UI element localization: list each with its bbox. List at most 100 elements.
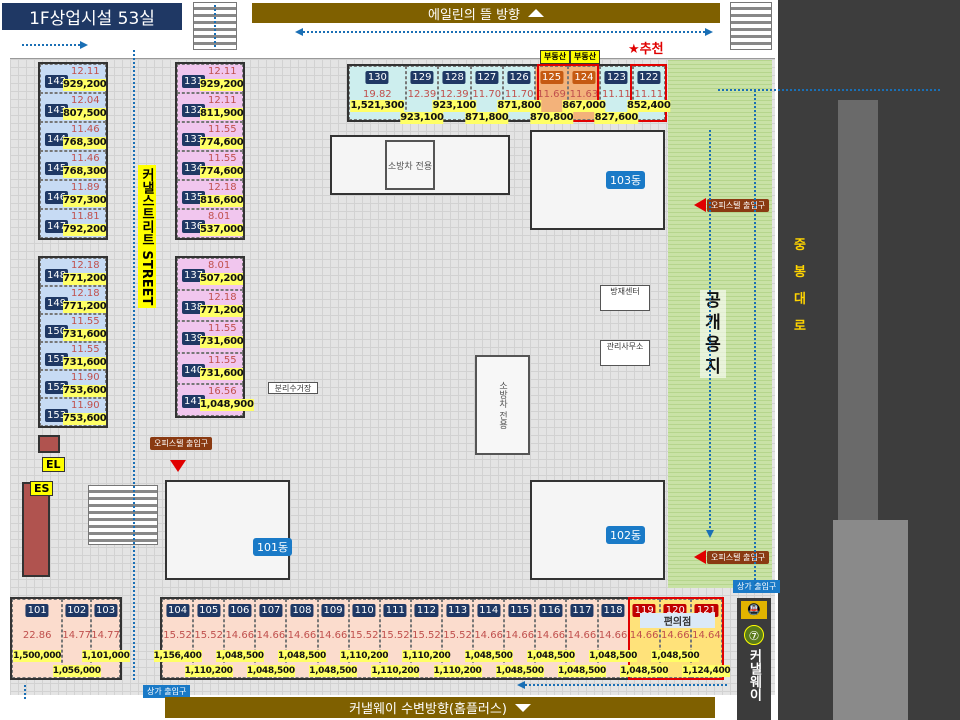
road-char: 로 bbox=[794, 319, 806, 334]
unit-price: 774,600 bbox=[200, 166, 244, 178]
unit-area: 15.52 bbox=[443, 630, 472, 641]
unit-price: 929,200 bbox=[63, 79, 107, 91]
subway-station-sign: 🚇 ⑦ 커낼웨이 bbox=[737, 598, 771, 720]
open-space-char: 개 bbox=[705, 313, 721, 333]
unit-area: 12.18 bbox=[71, 260, 100, 271]
unit-price: 1,048,500 bbox=[309, 665, 358, 677]
management-office: 관리사무소 bbox=[600, 340, 650, 366]
unit-area: 14.66 bbox=[256, 630, 286, 641]
crosswalk-icon bbox=[730, 2, 772, 50]
road-char: 대 bbox=[794, 292, 806, 307]
open-space-char: 공 bbox=[705, 291, 721, 311]
unit-area: 11.70 bbox=[504, 89, 534, 100]
unit-area: 11.90 bbox=[71, 372, 100, 383]
line-7-badge: ⑦ bbox=[744, 625, 764, 645]
unit-area: 14.64 bbox=[692, 630, 721, 641]
entrance-arrow-icon bbox=[694, 198, 706, 212]
unit-number: 141 bbox=[182, 395, 206, 409]
unit-price: 816,600 bbox=[200, 195, 244, 207]
unit-number: 148 bbox=[45, 269, 69, 282]
unit-price: 771,200 bbox=[63, 301, 107, 313]
unit-price: 753,600 bbox=[63, 385, 107, 397]
unit-area: 14.66 bbox=[225, 630, 255, 641]
fire-lane-top: 소방차 전용 bbox=[385, 140, 435, 190]
realtor-badge: 부동산 bbox=[570, 50, 601, 64]
unit-price: 929,200 bbox=[200, 79, 244, 91]
unit-area: 12.04 bbox=[71, 95, 100, 106]
unit-price: 1,110,200 bbox=[371, 665, 420, 677]
recycling-area: 분리수거장 bbox=[268, 382, 318, 394]
unit-number: 123 bbox=[604, 71, 628, 84]
unit-area: 11.55 bbox=[208, 354, 237, 366]
unit-price: 871,800 bbox=[465, 112, 509, 124]
unit-number: 101 bbox=[25, 604, 49, 617]
unit-number: 102 bbox=[65, 604, 89, 617]
unit-area: 14.66 bbox=[598, 630, 628, 641]
unit-price: 871,800 bbox=[497, 100, 541, 112]
unit-area: 14.66 bbox=[474, 630, 503, 641]
unit-area: 15.52 bbox=[412, 630, 441, 641]
subway-icon: 🚇 bbox=[741, 601, 767, 619]
unit-area: 11.55 bbox=[208, 153, 237, 164]
unit-area: 11.55 bbox=[208, 323, 237, 335]
unit-number: 142 bbox=[45, 75, 69, 88]
unit-price: 774,600 bbox=[200, 137, 244, 149]
elevator-label: EL bbox=[42, 457, 65, 472]
open-space-char: 용 bbox=[705, 335, 721, 355]
unit-area: 12.18 bbox=[208, 291, 237, 303]
unit-number: 152 bbox=[45, 381, 69, 394]
unit-price: 771,200 bbox=[63, 273, 107, 285]
